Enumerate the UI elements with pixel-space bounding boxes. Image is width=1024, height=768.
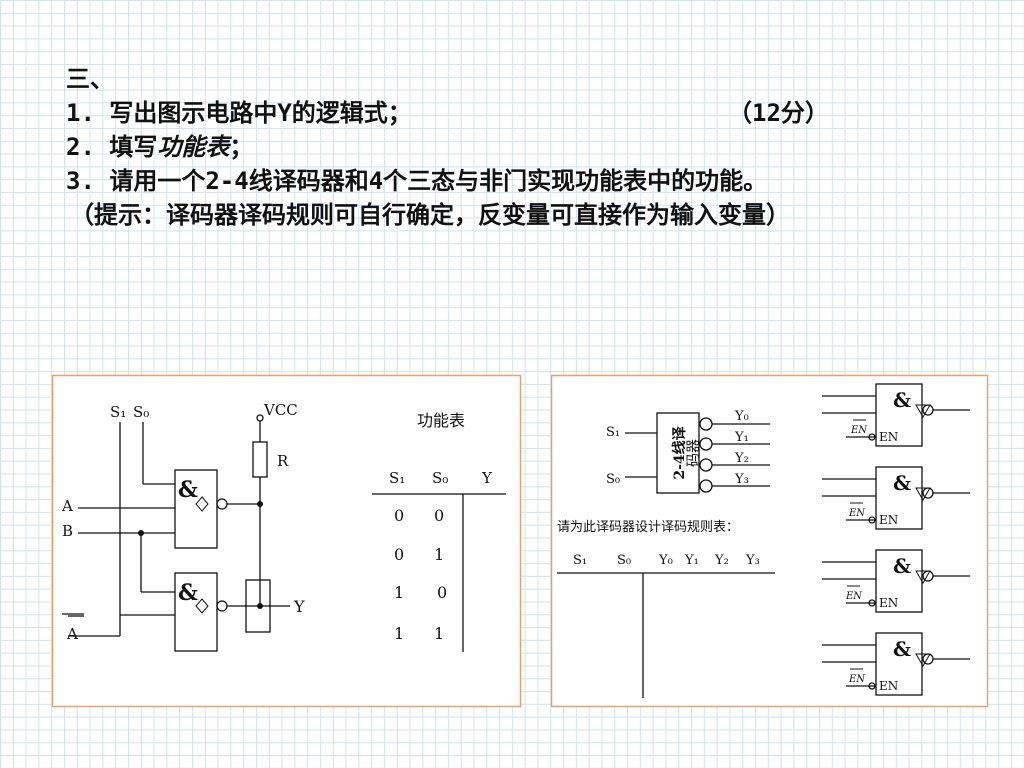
resistor-label: R [277,452,289,470]
decoder-output-y0: Y₀ [734,409,749,424]
rt-header-s1: S₁ [573,553,587,568]
circuit-panel: S₁ S₀ VCC R A B A Y & & 功能表 S₁ S₀ Y 0 0 … [51,374,522,708]
input-b-label: B [62,522,73,540]
rt-header-y0: Y₀ [658,553,673,568]
item-1-text: 写出图示电路中Y的逻辑式； [109,99,412,127]
gate-2-en-bar: EN [848,508,866,519]
rule-table: S₁ S₀ Y₀ Y₁ Y₂ Y₃ [557,553,775,698]
decoder-label-line-2: 码器 [686,439,702,467]
decoder-label: 2-4线译 码器 [671,425,702,479]
decoder-output-y1: Y₁ [734,430,749,445]
ft-header-s1: S₁ [389,469,405,487]
question-text: 三、 1. 写出图示电路中Y的逻辑式； （12分） 2. 填写功能表； 3. 请用… [66,62,1024,232]
ft-row-4-s1: 1 [394,624,404,643]
ft-row-3-s0: 0 [437,583,447,602]
item-2-italic: 功能表 [157,133,230,161]
decoder-panel: 2-4线译 码器 S₁ S₀ Y₀ Y₁ Y₂ Y₃ 请为此译码器设计译码规则表… [550,374,989,708]
tristate-gate-3: & EN EN [822,549,970,613]
tristate-gate-1: & EN EN [822,383,970,447]
function-table-title: 功能表 [417,411,465,430]
gate-4-and-symbol: & [893,637,911,661]
ft-row-2-s1: 0 [394,545,404,564]
question-heading: 三、 [66,65,114,93]
ft-row-4-s0: 1 [434,624,444,643]
ft-row-3-s1: 1 [394,583,404,602]
s1-label: S₁ [110,403,126,421]
gate-3-en: EN [879,596,898,610]
question-item-1: 1. 写出图示电路中Y的逻辑式； （12分） [66,96,1024,130]
rt-header-y1: Y₁ [684,553,699,568]
decoder-input-s0: S₀ [606,472,620,487]
rt-header-s0: S₀ [617,553,631,568]
rt-header-y3: Y₃ [745,553,760,568]
input-abar-label: A [66,625,78,643]
question-hint: （提示：译码器译码规则可自行确定，反变量可直接作为输入变量） [70,201,790,229]
rt-header-y2: Y₂ [714,553,729,568]
item-3-number: 3. [66,167,95,195]
ft-row-2-s0: 1 [434,545,444,564]
circuit-wires [68,414,290,652]
ft-header-s0: S₀ [432,469,448,487]
question-item-3: 3. 请用一个2-4线译码器和4个三态与非门实现功能表中的功能。 [66,164,1024,198]
item-2-number: 2. [66,133,95,161]
ft-row-1-s0: 0 [434,506,444,525]
function-table: S₁ S₀ Y 0 0 0 1 1 0 1 1 [372,469,506,652]
gate-1-and-symbol: & [178,477,198,503]
gate-1-en: EN [879,430,898,444]
rule-table-prompt: 请为此译码器设计译码规则表： [557,520,739,535]
gate-2-and-symbol: & [178,580,198,606]
item-2-text: 填写 [109,133,158,161]
points-label: （12分） [728,99,829,127]
circuit-panel-border [51,374,522,708]
vcc-label: VCC [263,401,298,419]
ft-row-1-s1: 0 [394,506,404,525]
question-item-2: 2. 填写功能表； [66,130,1024,164]
circuit-junctions [138,501,263,609]
decoder-panel-border [550,374,989,708]
s0-label: S₀ [133,403,149,421]
tristate-gate-4: & EN EN [822,632,970,696]
input-a-label: A [61,497,73,515]
gate-4-en-bar: EN [848,674,866,685]
tristate-gate-2: & EN EN [822,466,970,530]
item-1-number: 1. [66,99,95,127]
decoder-input-s1: S₁ [606,425,620,440]
gate-3-and-symbol: & [893,554,911,578]
output-y-label: Y [293,597,305,616]
gate-2-and-symbol: & [893,471,911,495]
gate-2-en: EN [879,513,898,527]
decoder-label-line-1: 2-4线译 [671,425,688,479]
decoder-block [625,412,770,494]
gate-3-en-bar: EN [845,591,863,602]
decoder-output-y2: Y₂ [734,451,749,466]
gate-1-and-symbol: & [893,388,911,412]
gate-4-en: EN [879,679,898,693]
gate-1-en-bar: EN [850,425,868,436]
decoder-output-y3: Y₃ [734,472,749,487]
item-3-text: 请用一个2-4线译码器和4个三态与非门实现功能表中的功能。 [109,167,768,195]
item-2-end: ； [229,133,254,161]
ft-header-y: Y [481,469,493,487]
